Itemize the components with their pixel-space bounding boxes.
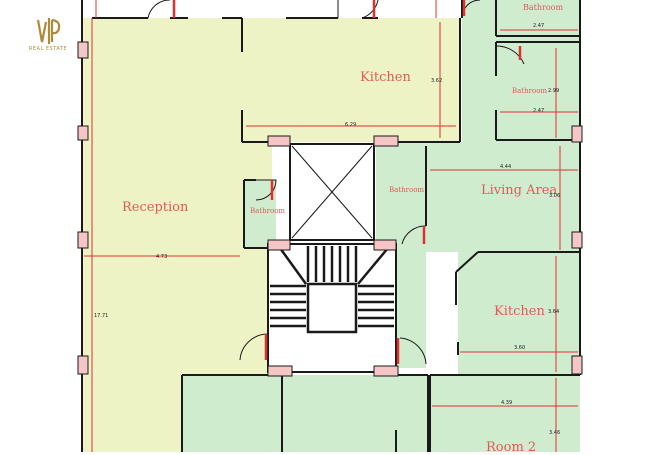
stair-core bbox=[306, 282, 358, 334]
dimension-label: 3.06 bbox=[549, 193, 561, 199]
dimension-label: 3.64 bbox=[548, 309, 560, 315]
dimension-label: 6.29 bbox=[345, 122, 357, 128]
dimension-label: 3.62 bbox=[431, 78, 443, 84]
dimension-label: 4.73 bbox=[156, 254, 168, 260]
columns bbox=[77, 41, 583, 377]
room-label-living-area: Living Area bbox=[481, 183, 558, 198]
dimension-label: 2.99 bbox=[548, 88, 560, 94]
room-label-kitchen-top: Kitchen bbox=[360, 70, 411, 85]
zone-bottom-left bbox=[182, 375, 428, 452]
dimension-label: 17.71 bbox=[94, 313, 109, 319]
zone-kitchen-top bbox=[242, 18, 460, 142]
doors bbox=[147, 0, 525, 365]
room-label-bathroom-center: Bathroom bbox=[389, 186, 425, 194]
dimension-label: 4.39 bbox=[501, 400, 513, 406]
accent-marks bbox=[172, 0, 522, 364]
room-label-reception: Reception bbox=[122, 200, 189, 215]
room-label-bathroom-small-left: Bathroom bbox=[250, 207, 286, 215]
dimension-label: 3.46 bbox=[549, 430, 561, 436]
dimension-label: 3.60 bbox=[514, 345, 526, 351]
brand-subtitle: REAL ESTATE bbox=[28, 46, 68, 52]
zone-room2 bbox=[430, 375, 580, 452]
dimension-lines bbox=[84, 0, 578, 452]
zone-bath-left bbox=[244, 180, 276, 248]
room-label-bathroom-top-right: Bathroom bbox=[523, 3, 564, 12]
dimension-label: 4.44 bbox=[500, 164, 512, 170]
room-label-bathroom-right-upper: Bathroom bbox=[512, 87, 548, 95]
elevator-cross-b bbox=[291, 145, 373, 239]
zone-living bbox=[376, 142, 580, 252]
zone-kitchen-right bbox=[458, 252, 580, 374]
room-label-room-2: Room 2 bbox=[486, 440, 537, 455]
zone-stair-right bbox=[396, 248, 426, 368]
room-label-kitchen-right: Kitchen bbox=[494, 304, 545, 319]
dimension-label: 2.47 bbox=[533, 108, 545, 114]
dimension-label: 2.47 bbox=[533, 23, 545, 29]
zone-bath-right bbox=[496, 42, 580, 140]
stair-steps bbox=[270, 246, 394, 328]
brand-logo-icon bbox=[36, 18, 61, 44]
